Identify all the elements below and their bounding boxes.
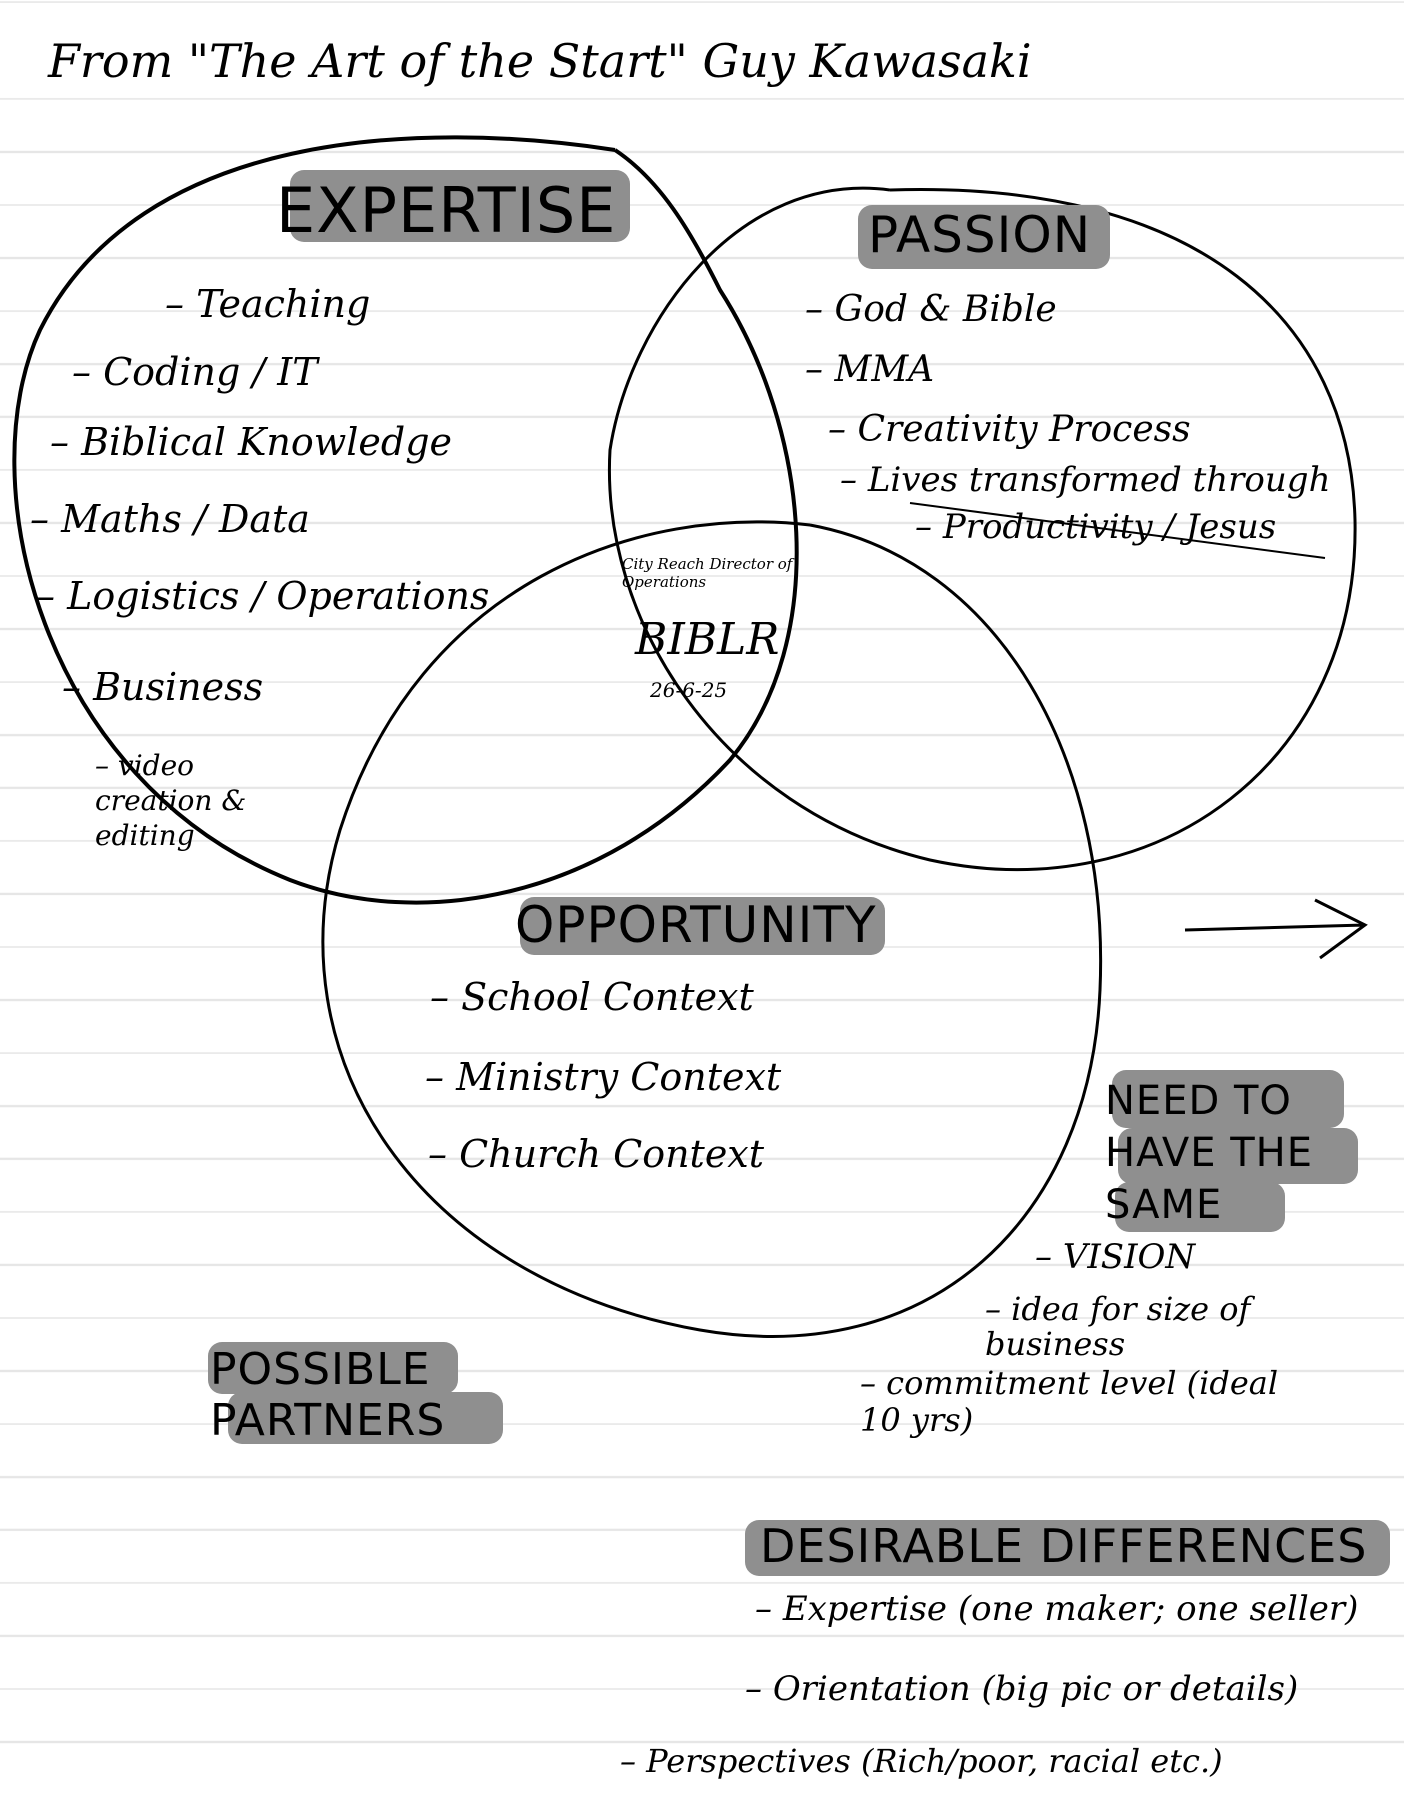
passion-item: MMA bbox=[805, 352, 934, 388]
intersection-org: BIBLR bbox=[635, 614, 780, 665]
expertise-item: Coding / IT bbox=[72, 353, 318, 391]
page-title: From "The Art of the Start" Guy Kawasaki bbox=[48, 34, 1032, 88]
need-same-highlight bbox=[1118, 1128, 1358, 1184]
desirable-differences-item: Expertise (one maker; one seller) bbox=[755, 1589, 1375, 1629]
intersection-role: City Reach Director of Operations bbox=[622, 555, 793, 591]
need-same-item: idea for size of business bbox=[985, 1291, 1315, 1362]
opportunity-highlight bbox=[520, 897, 885, 955]
passion-item: Lives transformed through bbox=[840, 463, 1331, 497]
need-same-highlight bbox=[1115, 1182, 1285, 1232]
possible-partners-highlight bbox=[228, 1392, 503, 1444]
passion-circle bbox=[607, 186, 1357, 871]
desirable-differences-item: Orientation (big pic or details) bbox=[745, 1669, 1395, 1709]
need-same-item: VISION bbox=[1035, 1240, 1195, 1274]
passion-item: Productivity / Jesus bbox=[915, 510, 1276, 544]
possible-partners-highlight bbox=[208, 1342, 458, 1394]
opportunity-circle bbox=[321, 520, 1103, 1338]
expertise-highlight bbox=[290, 170, 630, 242]
expertise-heading: EXPERTISE bbox=[276, 174, 617, 247]
expertise-item: Business bbox=[62, 668, 263, 706]
desirable-differences-highlight bbox=[745, 1520, 1390, 1576]
need-same-heading: NEED TO HAVE THE SAME bbox=[1105, 1078, 1314, 1228]
need-same-item: commitment level (ideal 10 yrs) bbox=[860, 1365, 1280, 1439]
opportunity-heading: OPPORTUNITY bbox=[515, 896, 877, 954]
expertise-item: Biblical Knowledge bbox=[50, 423, 452, 461]
possible-partners-heading: POSSIBLE PARTNERS bbox=[210, 1344, 446, 1446]
passion-item: God & Bible bbox=[805, 292, 1056, 328]
opportunity-item: Church Context bbox=[428, 1135, 764, 1173]
opportunity-item: Ministry Context bbox=[425, 1058, 781, 1096]
intersection-date: 26-6-25 bbox=[650, 678, 728, 702]
expertise-item: Teaching bbox=[165, 285, 370, 323]
expertise-item: video creation & editing bbox=[95, 748, 295, 853]
desirable-differences-item: Perspectives (Rich/poor, racial etc.) bbox=[620, 1745, 1222, 1777]
desirable-differences-heading: DESIRABLE DIFFERENCES bbox=[760, 1519, 1368, 1573]
opportunity-item: School Context bbox=[430, 978, 754, 1016]
expertise-circle bbox=[12, 135, 799, 905]
passion-heading: PASSION bbox=[868, 206, 1092, 264]
expertise-item: Logistics / Operations bbox=[36, 577, 489, 615]
passion-highlight bbox=[858, 205, 1110, 269]
expertise-item: Maths / Data bbox=[30, 500, 310, 538]
need-same-highlight bbox=[1112, 1070, 1344, 1128]
arrow-right bbox=[1184, 898, 1368, 960]
passion-item: Creativity Process bbox=[828, 412, 1190, 448]
